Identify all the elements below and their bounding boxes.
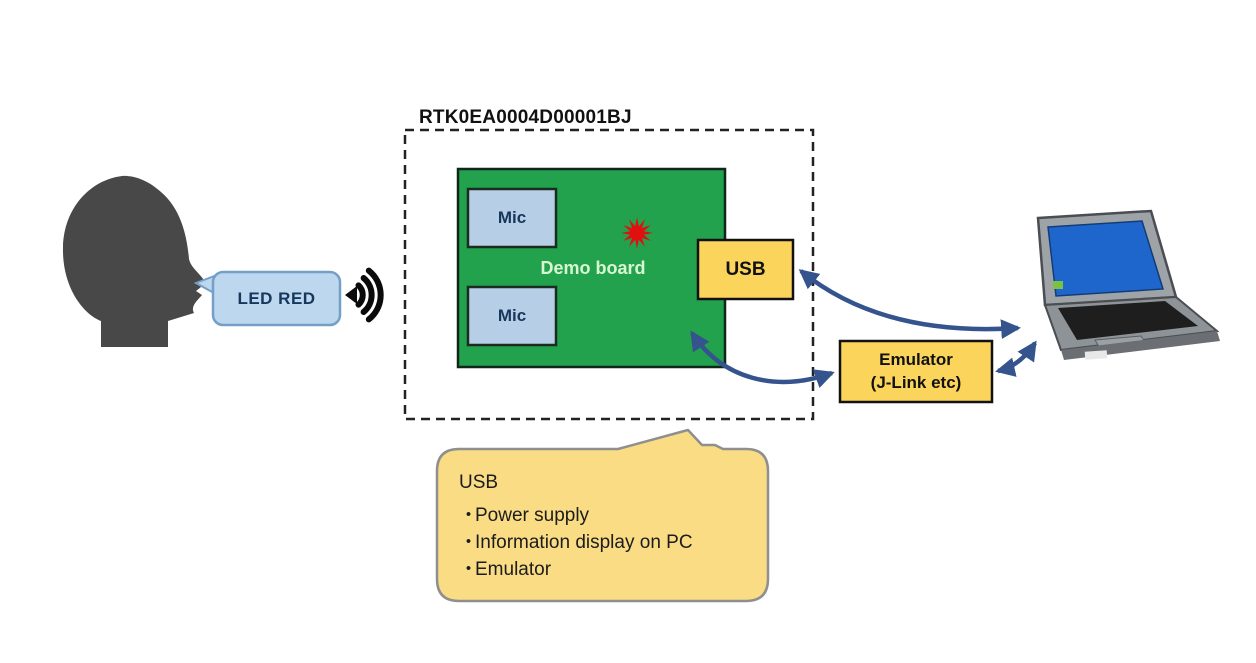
mic-bottom-box (466, 285, 558, 347)
emulator-box (838, 339, 994, 404)
laptop-icon (1036, 209, 1220, 360)
usb-to-pc-arrow (798, 269, 1021, 339)
speech-bubble (211, 270, 342, 327)
connection-arrows (690, 269, 1037, 388)
board-to-emulator-arrow (690, 330, 835, 388)
sound-waves-icon (355, 267, 384, 323)
person-head-icon (62, 175, 207, 347)
kit-dashed-boundary (403, 128, 815, 421)
usb-callout-shape (435, 428, 770, 603)
red-led-burst-icon (621, 217, 653, 249)
usb-box (696, 238, 795, 301)
emulator-to-pc-arrow (995, 340, 1037, 377)
mic-top-box (466, 187, 558, 249)
sound-source-dot (345, 286, 357, 304)
